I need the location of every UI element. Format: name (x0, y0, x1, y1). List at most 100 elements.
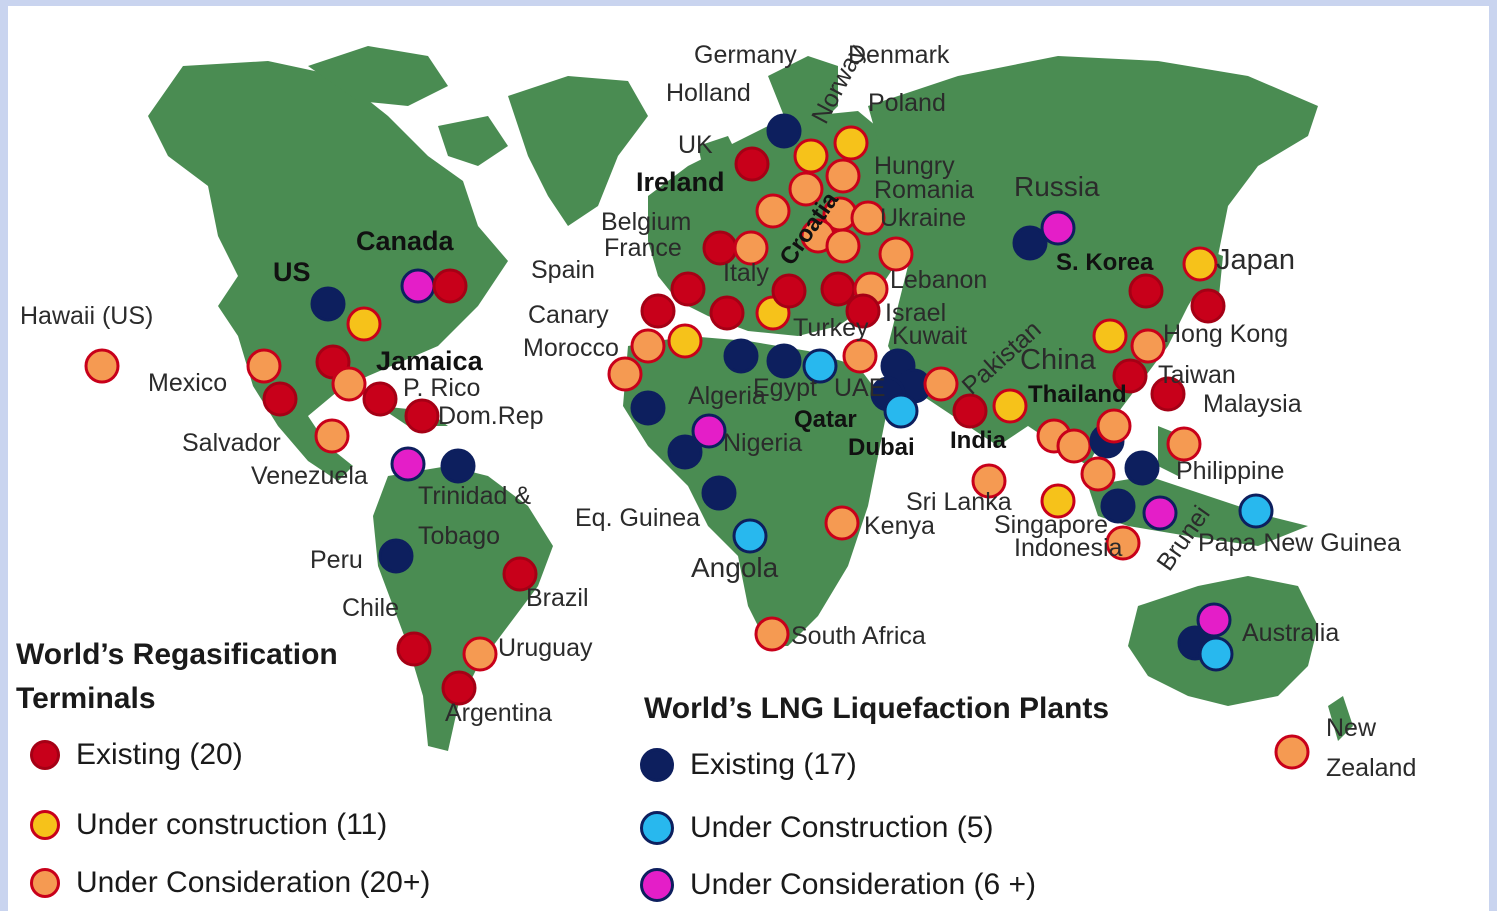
canada-arctic (308, 46, 448, 106)
terminal-marker (820, 271, 856, 307)
terminal-markers (84, 113, 1310, 770)
terminal-marker (825, 158, 861, 194)
terminal-marker (733, 230, 769, 266)
terminal-marker (802, 348, 838, 384)
world-map (84, 46, 1353, 770)
label-us: US (273, 257, 311, 287)
legend-regas-existing: Existing (20) (30, 738, 243, 772)
label-venezuela: Venezuela (251, 462, 368, 490)
terminal-marker (396, 631, 432, 667)
label-prico: P. Rico (403, 374, 481, 402)
label-peru: Peru (310, 546, 363, 574)
label-canary: Canary (528, 301, 609, 329)
legend-dot-cyan (640, 811, 674, 845)
terminal-marker (462, 636, 498, 672)
terminal-marker (825, 228, 861, 264)
legend-dot-magenta (640, 868, 674, 902)
label-china: China (1020, 344, 1096, 376)
label-morocco: Morocco (523, 334, 619, 362)
label-kuwait: Kuwait (892, 322, 968, 350)
terminal-marker (971, 463, 1007, 499)
terminal-marker (1096, 408, 1132, 444)
terminal-marker (84, 348, 120, 384)
legend-dot-navy (640, 748, 674, 782)
terminal-marker (850, 200, 886, 236)
label-lebanon: Lebanon (890, 266, 988, 294)
terminal-marker (923, 366, 959, 402)
label-nigeria: Nigeria (723, 429, 803, 457)
terminal-marker (310, 286, 346, 322)
terminal-marker (878, 236, 914, 272)
terminal-marker (346, 306, 382, 342)
canada-islands (438, 116, 508, 166)
terminal-marker (755, 193, 791, 229)
africa (623, 336, 888, 646)
terminal-marker (1238, 493, 1274, 529)
terminal-marker (883, 393, 919, 429)
regas-legend-title-2: Terminals (16, 682, 156, 715)
label-jamaica: Jamaica (376, 346, 483, 376)
terminal-marker (845, 293, 881, 329)
label-india: India (950, 427, 1007, 454)
label-hong-kong: Hong Kong (1163, 320, 1289, 348)
terminal-marker (1056, 428, 1092, 464)
label-ireland: Ireland (636, 167, 725, 197)
label-australia: Australia (1242, 619, 1340, 647)
label-ukraine: Ukraine (880, 204, 967, 232)
terminal-marker (640, 293, 676, 329)
terminal-marker (630, 390, 666, 426)
label-belgium: Belgium (601, 208, 692, 236)
label-chile: Chile (342, 594, 399, 622)
asia (868, 56, 1318, 466)
label-algeria: Algeria (688, 382, 766, 410)
label-hungry: Hungry (874, 152, 955, 180)
legend-dot-red (30, 740, 60, 770)
label-canada: Canada (356, 226, 454, 256)
label-poland: Poland (868, 89, 946, 117)
label-trinidad-1: Trinidad & (418, 482, 532, 510)
legend-lng-under-consideration: Under Consideration (6 +) (640, 868, 1036, 902)
legend-lng-existing: Existing (17) (640, 748, 857, 782)
label-argentina: Argentina (445, 699, 553, 727)
label-uruguay: Uruguay (498, 634, 593, 662)
legend-regas-under-consideration: Under Consideration (20+) (30, 866, 430, 900)
terminal-marker (1190, 288, 1226, 324)
label-s-korea: S. Korea (1056, 249, 1154, 276)
label-hawaii: Hawaii (US) (20, 302, 154, 330)
terminal-marker (701, 475, 737, 511)
legend-dot-orange (30, 868, 60, 898)
terminal-marker (833, 125, 869, 161)
label-indonesia: Indonesia (1014, 534, 1123, 562)
label-holland: Holland (666, 79, 751, 107)
label-kenya: Kenya (864, 512, 935, 540)
label-uk: UK (678, 131, 713, 159)
terminal-marker (793, 138, 829, 174)
terminal-marker (667, 434, 703, 470)
terminal-marker (331, 366, 367, 402)
label-mexico: Mexico (148, 369, 228, 397)
label-egypt: Egypt (753, 374, 817, 402)
label-brazil: Brazil (526, 584, 589, 612)
label-eq-guinea: Eq. Guinea (575, 504, 701, 532)
label-uae: UAE (834, 374, 886, 402)
terminal-marker (1080, 456, 1116, 492)
label-russia: Russia (1014, 171, 1100, 202)
map-frame: Hawaii (US) US Canada Mexico Jamaica P. … (8, 6, 1489, 911)
terminal-marker (734, 146, 770, 182)
terminal-marker (1150, 376, 1186, 412)
label-angola: Angola (691, 552, 779, 583)
label-japan: Japan (1216, 244, 1296, 276)
terminal-marker (1092, 318, 1128, 354)
terminal-marker (1105, 525, 1141, 561)
terminal-marker (432, 268, 468, 304)
terminal-marker (1100, 488, 1136, 524)
label-qatar: Qatar (794, 406, 857, 433)
terminal-marker (670, 271, 706, 307)
south-america (373, 466, 553, 751)
terminal-marker (1040, 210, 1076, 246)
label-philippine: Philippine (1176, 457, 1285, 485)
label-israel: Israel (885, 299, 947, 327)
label-new-zealand-1: New (1326, 714, 1377, 742)
terminal-marker (1166, 426, 1202, 462)
terminal-marker (1274, 734, 1310, 770)
